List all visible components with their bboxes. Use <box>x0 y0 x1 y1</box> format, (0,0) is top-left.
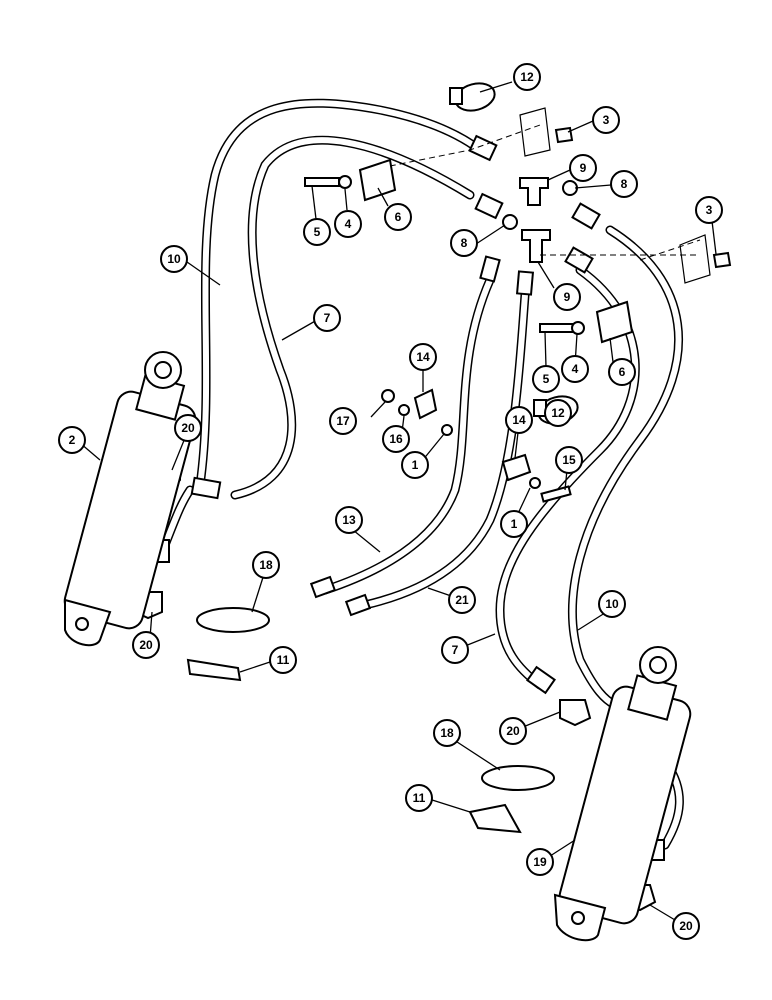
fittings <box>134 134 665 912</box>
callout-1: 1 <box>401 451 429 479</box>
callout-9: 9 <box>553 283 581 311</box>
callout-18: 18 <box>252 551 280 579</box>
svg-text:6: 6 <box>619 365 626 379</box>
svg-text:12: 12 <box>551 406 565 420</box>
callout-11: 11 <box>269 646 297 674</box>
callout-11: 11 <box>405 784 433 812</box>
callout-14: 14 <box>409 343 437 371</box>
svg-text:11: 11 <box>277 653 290 667</box>
svg-text:20: 20 <box>181 421 195 435</box>
svg-text:17: 17 <box>336 414 350 428</box>
callout-8: 8 <box>450 229 478 257</box>
svg-text:4: 4 <box>572 362 579 376</box>
callout-7: 7 <box>313 304 341 332</box>
svg-text:18: 18 <box>259 558 273 572</box>
svg-text:10: 10 <box>167 252 181 266</box>
left-cylinder <box>63 351 197 647</box>
svg-text:6: 6 <box>395 210 402 224</box>
callout-10: 10 <box>598 590 626 618</box>
svg-text:9: 9 <box>580 161 587 175</box>
svg-text:14: 14 <box>512 413 526 427</box>
callout-21: 21 <box>448 586 476 614</box>
callout-10: 10 <box>160 245 188 273</box>
callout-19: 19 <box>526 848 554 876</box>
callout-4: 4 <box>334 210 362 238</box>
svg-text:15: 15 <box>562 453 576 467</box>
callout-20: 20 <box>132 631 160 659</box>
callout-5: 5 <box>532 365 560 393</box>
svg-text:16: 16 <box>389 432 403 446</box>
callout-16: 16 <box>382 425 410 453</box>
callout-6: 6 <box>608 358 636 386</box>
svg-text:5: 5 <box>543 372 550 386</box>
svg-text:9: 9 <box>564 290 571 304</box>
callout-5: 5 <box>303 218 331 246</box>
svg-text:18: 18 <box>440 726 454 740</box>
svg-text:1: 1 <box>511 517 518 531</box>
svg-text:19: 19 <box>533 855 547 869</box>
callout-18: 18 <box>433 719 461 747</box>
callout-8: 8 <box>610 170 638 198</box>
svg-text:10: 10 <box>605 597 619 611</box>
callout-17: 17 <box>329 407 357 435</box>
svg-text:1: 1 <box>412 458 419 472</box>
svg-text:2: 2 <box>69 433 76 447</box>
callout-6: 6 <box>384 203 412 231</box>
callout-3: 3 <box>592 106 620 134</box>
svg-text:12: 12 <box>520 70 534 84</box>
callout-1: 1 <box>500 510 528 538</box>
svg-text:8: 8 <box>461 236 468 250</box>
svg-text:7: 7 <box>452 643 459 657</box>
svg-text:21: 21 <box>455 593 469 607</box>
svg-text:14: 14 <box>416 350 430 364</box>
svg-text:11: 11 <box>413 791 426 805</box>
callout-20: 20 <box>672 912 700 940</box>
callout-13: 13 <box>335 506 363 534</box>
svg-text:4: 4 <box>345 217 352 231</box>
callout-12: 12 <box>544 399 572 427</box>
svg-text:20: 20 <box>679 919 693 933</box>
callout-7: 7 <box>441 636 469 664</box>
callout-20: 20 <box>174 414 202 442</box>
svg-text:7: 7 <box>324 311 331 325</box>
callouts: 12 3 9 8 5 4 6 3 8 9 10 7 5 4 6 14 17 16… <box>58 63 723 940</box>
callout-20: 20 <box>499 717 527 745</box>
callout-12: 12 <box>513 63 541 91</box>
right-cylinder <box>553 646 692 942</box>
svg-text:8: 8 <box>621 177 628 191</box>
callout-9: 9 <box>569 154 597 182</box>
svg-text:13: 13 <box>342 513 356 527</box>
svg-text:20: 20 <box>139 638 153 652</box>
svg-text:5: 5 <box>314 225 321 239</box>
svg-text:20: 20 <box>506 724 520 738</box>
callout-14: 14 <box>505 406 533 434</box>
callout-3: 3 <box>695 196 723 224</box>
svg-text:3: 3 <box>706 203 713 217</box>
callout-2: 2 <box>58 426 86 454</box>
callout-4: 4 <box>561 355 589 383</box>
callout-15: 15 <box>555 446 583 474</box>
svg-text:3: 3 <box>603 113 610 127</box>
